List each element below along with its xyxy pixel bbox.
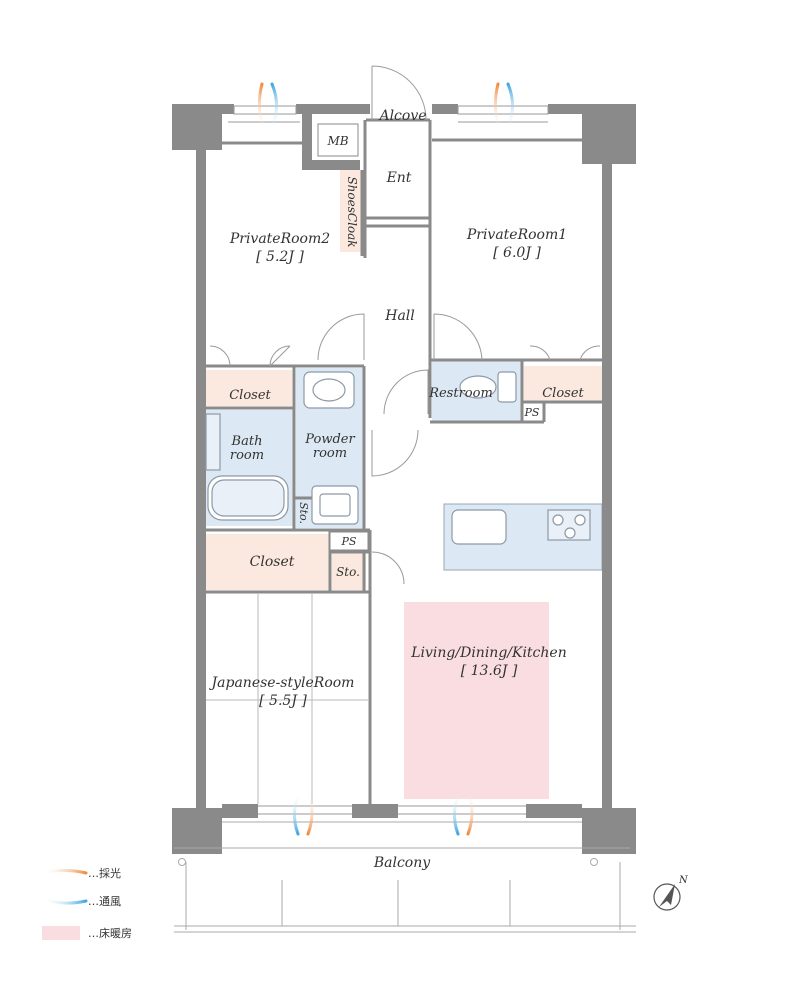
label-ps-right: PS xyxy=(524,406,540,419)
label-japanese-room-size: [ 5.5J ] xyxy=(259,693,307,709)
label-restroom: Restroom xyxy=(428,386,493,401)
label-sto-vertical: Sto. xyxy=(297,502,310,524)
legend-light: …採光 xyxy=(88,866,121,880)
tatami-grid xyxy=(206,594,368,804)
meter-box xyxy=(317,123,359,157)
doors xyxy=(209,65,601,585)
closet-right-area xyxy=(524,366,602,402)
label-private-room2-size: [ 5.2J ] xyxy=(256,249,304,265)
label-powder-line1: Powder xyxy=(304,432,355,447)
light-wind-indicators xyxy=(257,82,514,836)
label-shoes-cloak: ShoesCloak xyxy=(345,176,359,247)
light-arrow-icon xyxy=(40,869,88,875)
balcony xyxy=(174,821,636,933)
label-hall: Hall xyxy=(384,308,415,324)
fixtures xyxy=(205,371,591,545)
storage-lower-area xyxy=(332,552,366,590)
label-balcony: Balcony xyxy=(373,855,431,871)
label-sto-lower: Sto. xyxy=(336,565,360,579)
label-closet-left: Closet xyxy=(229,388,271,403)
floor-heating-area xyxy=(404,602,549,799)
wind-arrow-icon xyxy=(40,897,88,905)
label-mb: MB xyxy=(326,134,348,148)
toilet-tank xyxy=(497,371,517,403)
walls xyxy=(172,104,636,854)
closet-left-area xyxy=(206,370,292,406)
label-ent: Ent xyxy=(386,170,412,186)
kitchen-sink xyxy=(451,509,507,545)
label-ldk: Living/Dining/Kitchen xyxy=(410,645,566,661)
ps-left-box xyxy=(329,531,369,551)
label-private-room2: PrivateRoom2 xyxy=(229,231,330,247)
label-private-room1-size: [ 6.0J ] xyxy=(493,245,541,261)
label-bath-line1: Bath xyxy=(231,434,263,449)
stove-burner xyxy=(552,514,564,526)
label-closet-right: Closet xyxy=(542,386,584,401)
toilet-bowl xyxy=(459,375,497,399)
label-powder-line2: room xyxy=(313,446,347,461)
label-bath-line2: room xyxy=(230,448,264,463)
interior-walls xyxy=(206,118,602,806)
label-closet-lower: Closet xyxy=(250,554,295,570)
floor-heating-swatch xyxy=(42,926,80,940)
compass-label: N xyxy=(678,875,689,886)
legend: …採光 …通風 …床暖房 xyxy=(40,866,132,940)
legend-floor-heating: …床暖房 xyxy=(88,926,132,940)
label-alcove: Alcove xyxy=(377,108,426,124)
label-ldk-size: [ 13.6J ] xyxy=(461,663,518,679)
legend-wind: …通風 xyxy=(88,895,121,908)
windows xyxy=(228,105,549,815)
closet-lower-area xyxy=(206,534,330,590)
label-ps-left: PS xyxy=(341,535,357,548)
compass-icon: N xyxy=(653,875,689,911)
shoes-cloak-area xyxy=(340,170,362,252)
label-japanese-room: Japanese-styleRoom xyxy=(209,675,355,691)
label-private-room1: PrivateRoom1 xyxy=(466,227,567,243)
